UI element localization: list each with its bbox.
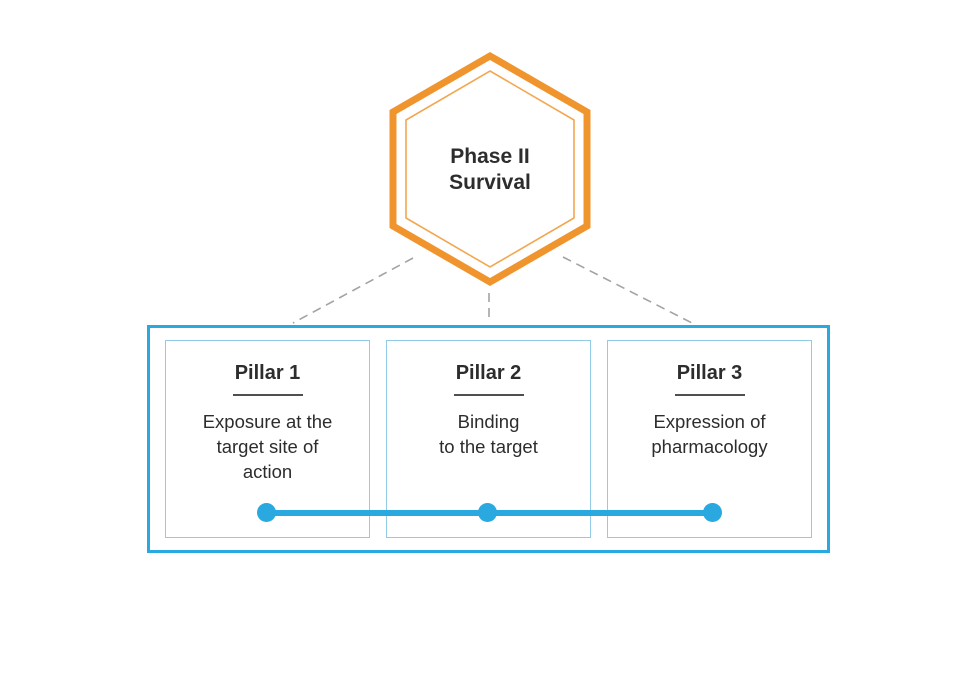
- timeline-dot-2: [478, 503, 497, 522]
- hexagon-outer-border: [389, 51, 591, 287]
- pillar-3-underline: [674, 394, 745, 396]
- timeline-dot-1: [257, 503, 276, 522]
- pillar-2-underline: [453, 394, 524, 396]
- timeline-dot-3: [703, 503, 722, 522]
- hexagon-inner-border: [405, 70, 575, 268]
- pillar-2-title: Pillar 2: [455, 362, 522, 384]
- hexagon-label: Phase II Survival: [449, 145, 531, 194]
- hexagon-shape: [389, 51, 591, 287]
- pillar-1-underline: [232, 394, 303, 396]
- pillar-3-title: Pillar 3: [676, 362, 743, 384]
- pillar-1-description: Exposure at the target site of action: [202, 411, 333, 482]
- pillar-1-title: Pillar 1: [234, 362, 301, 384]
- pillar-3-description: Expression of pharmacology: [651, 411, 768, 457]
- pillar-2-box: Pillar 2 Binding to the target: [386, 340, 591, 538]
- pillar-2-description: Binding to the target: [439, 411, 538, 457]
